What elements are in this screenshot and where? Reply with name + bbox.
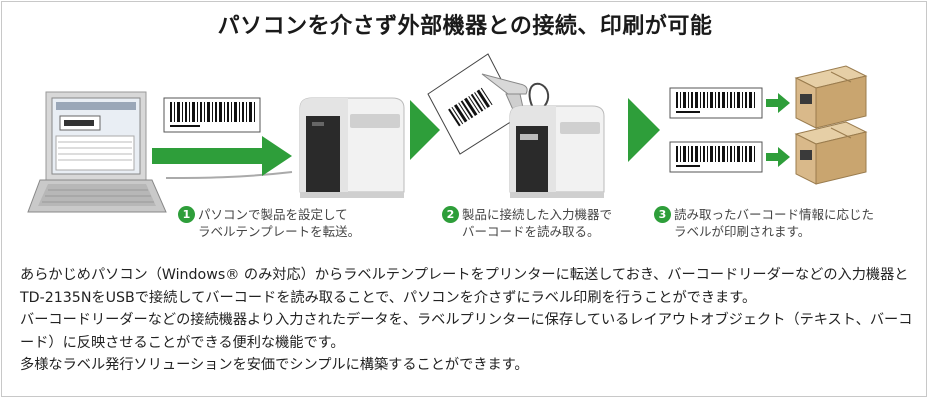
page-title: パソコンを介さず外部機器との接続、印刷が可能 — [217, 14, 713, 39]
arrow-right-icon — [152, 136, 292, 176]
barcode-label-icon — [669, 141, 763, 173]
barcode-label-icon — [163, 97, 261, 133]
description: あらかじめパソコン（Windows® のみ対応）からラベルテンプレートをプリンタ… — [20, 264, 920, 377]
description-paragraph: 多様なラベル発行ソリューションを安価でシンプルに構築することができます。 — [20, 357, 529, 373]
description-paragraph: バーコードリーダーなどの接続機器より入力されたデータを、ラベルプリンターに保存し… — [20, 312, 913, 351]
barcode-scanner-icon — [427, 53, 561, 155]
step-text: パソコンで製品を設定して — [198, 207, 348, 222]
step-text: 製品に接続した入力機器で — [462, 207, 613, 222]
label-printer-icon — [509, 105, 605, 198]
step-text: バーコードを読み取る。 — [462, 224, 600, 239]
arrow-right-icon — [628, 98, 660, 162]
workflow-diagram — [27, 53, 868, 213]
step-text: 読み取ったバーコード情報に応じた — [674, 207, 875, 222]
description-paragraph: あらかじめパソコン（Windows® のみ対応）からラベルテンプレートをプリンタ… — [20, 267, 909, 306]
usb-cable — [165, 171, 293, 179]
arrow-right-icon — [410, 100, 440, 160]
laptop-icon — [27, 91, 167, 213]
cardboard-box-icon — [794, 65, 868, 129]
step-number-badge: 3 — [654, 206, 671, 223]
arrow-right-icon — [766, 147, 790, 167]
step-number-badge: 1 — [178, 206, 195, 223]
arrow-right-icon — [766, 93, 790, 113]
cardboard-box-icon — [794, 121, 868, 185]
step-number-badge: 2 — [442, 206, 459, 223]
step-text: ラベルが印刷されます。 — [674, 224, 811, 239]
step-text: ラベルテンプレートを転送。 — [198, 224, 361, 239]
label-printer-icon — [299, 97, 405, 198]
barcode-label-icon — [669, 87, 763, 119]
